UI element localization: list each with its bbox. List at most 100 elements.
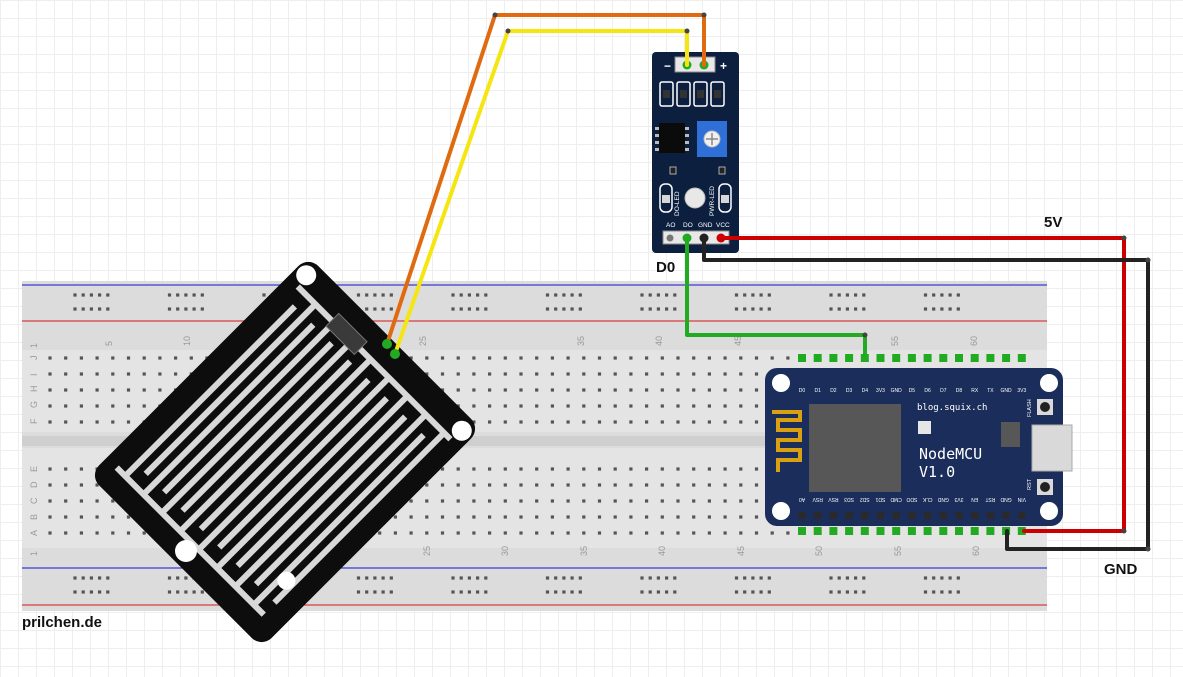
rail-hole	[862, 590, 866, 594]
nodemcu-bottom-pin	[970, 527, 979, 535]
esp-module	[809, 404, 901, 492]
breadboard-hole	[111, 515, 115, 519]
breadboard-hole	[503, 356, 507, 360]
breadboard-hole	[535, 388, 539, 392]
column-number: 35	[576, 336, 586, 346]
breadboard-hole	[126, 420, 131, 424]
nodemcu-top-pin-label: D3	[846, 388, 853, 394]
breadboard-hole	[111, 356, 115, 360]
flash-button-cap[interactable]	[1040, 402, 1050, 412]
nodemcu-pin-pad	[892, 512, 900, 519]
breadboard-hole	[158, 356, 162, 360]
rail-hole	[192, 293, 196, 297]
rail-hole	[459, 590, 463, 594]
breadboard-hole	[425, 515, 429, 519]
breadboard-hole	[566, 420, 570, 424]
nodemcu-bottom-pin	[892, 527, 901, 535]
usb-port	[1031, 424, 1073, 472]
wire-bend	[862, 332, 868, 338]
breadboard-hole	[692, 499, 696, 503]
nodemcu-bottom-pin	[813, 527, 822, 535]
breadboard-hole	[503, 531, 507, 535]
rail-hole	[665, 576, 669, 580]
breadboard-hole	[739, 483, 743, 487]
breadboard-hole	[79, 499, 83, 503]
reset-button-cap[interactable]	[1040, 482, 1050, 492]
nodemcu-site: blog.squix.ch	[917, 403, 987, 413]
breadboard-hole	[550, 467, 554, 471]
nodemcu-bottom-pin	[939, 527, 948, 535]
rail-hole	[81, 307, 85, 311]
nodemcu-bottom-pin-label: EN	[971, 496, 978, 502]
rail-hole	[829, 293, 833, 297]
rail-hole	[940, 307, 944, 311]
row-letter: A	[29, 530, 39, 536]
pwr-led-outline	[718, 183, 732, 213]
breadboard-hole	[440, 356, 445, 360]
breadboard-hole	[64, 420, 68, 424]
rail-hole	[837, 576, 841, 580]
breadboard-hole	[189, 356, 193, 360]
nodemcu-top-pin	[939, 354, 948, 362]
rail-hole	[89, 590, 93, 594]
breadboard-hole	[739, 531, 743, 535]
chip-pin	[685, 134, 689, 137]
nodemcu-name: NodeMCU	[919, 445, 982, 463]
breadboard-hole	[488, 372, 492, 376]
rail-hole	[948, 576, 952, 580]
breadboard-hole	[142, 531, 146, 535]
nodemcu-bottom-pin-label: SDO	[906, 496, 917, 502]
row-letter: G	[29, 401, 39, 408]
breadboard-hole	[629, 356, 633, 360]
breadboard-hole	[613, 531, 617, 535]
breadboard-hole	[488, 388, 492, 392]
breadboard-hole	[692, 356, 696, 360]
breadboard-hole	[503, 515, 507, 519]
wire-bend	[1145, 546, 1151, 552]
breadboard-hole	[519, 404, 523, 408]
breadboard-hole	[472, 467, 476, 471]
nodemcu-top-pin-label: D1	[814, 388, 821, 394]
nodemcu-top-pin-label: D4	[862, 388, 869, 394]
breadboard-hole	[676, 388, 680, 392]
breadboard-hole	[126, 372, 131, 376]
rail-hole	[459, 293, 463, 297]
row-letter: I	[29, 373, 39, 376]
nodemcu-mount-hole	[772, 374, 790, 392]
breadboard-hole	[707, 515, 711, 519]
breadboard-hole	[582, 467, 586, 471]
breadboard-hole	[95, 515, 99, 519]
resistor	[693, 81, 708, 107]
rail-hole	[743, 307, 747, 311]
breadboard-hole	[613, 499, 617, 503]
rain-sensor-plate	[94, 261, 476, 643]
breadboard-hole	[503, 467, 507, 471]
rail-hole	[932, 590, 936, 594]
mount-hole	[451, 420, 472, 441]
breadboard-hole	[660, 388, 664, 392]
comparator-chip	[659, 123, 685, 153]
nodemcu-top-pin	[798, 354, 806, 362]
credit-text: prilchen.de	[22, 614, 102, 631]
nodemcu-bottom-pin-label: SD2	[860, 496, 870, 502]
rail-hole	[734, 590, 739, 594]
breadboard-hole	[597, 483, 602, 487]
breadboard-hole	[739, 356, 743, 360]
column-number: 45	[733, 336, 743, 346]
breadboard-hole	[629, 372, 633, 376]
breadboard-hole	[613, 483, 617, 487]
breadboard-hole	[723, 356, 727, 360]
rail-hole	[365, 293, 369, 297]
header-pin-ao	[666, 234, 674, 242]
rail-hole	[192, 307, 196, 311]
breadboard-hole	[645, 420, 649, 424]
breadboard-hole	[79, 388, 83, 392]
wire-green-d0	[685, 236, 867, 359]
nodemcu-top-pin-label: TX	[987, 388, 994, 394]
breadboard-hole	[409, 499, 413, 503]
rail-hole	[845, 590, 849, 594]
nodemcu-pin-pad	[861, 512, 869, 519]
breadboard-hole	[629, 515, 633, 519]
breadboard-hole	[79, 483, 83, 487]
rail-hole	[106, 590, 110, 594]
